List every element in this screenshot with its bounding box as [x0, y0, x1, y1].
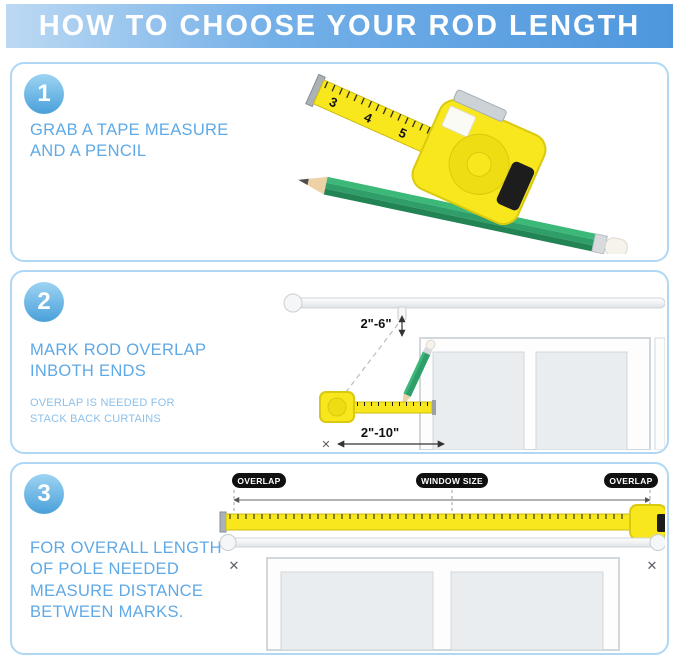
tape-hook — [432, 400, 436, 415]
tape-strip: 3 4 5 — [312, 79, 437, 155]
step-1-badge: 1 — [24, 74, 64, 114]
step-1-title: GRAB A TAPE MEASURE AND A PENCIL — [30, 121, 229, 161]
small-tape-measure — [319, 391, 436, 423]
step-2-number: 2 — [37, 288, 51, 315]
tape-clip — [657, 514, 665, 532]
mark-x-right-icon: ✕ — [647, 558, 658, 573]
overlap-left-label: OVERLAP — [237, 476, 280, 486]
overlap-right-label: OVERLAP — [609, 476, 652, 486]
tape-and-pencil-illustration: 3 4 5 — [298, 73, 628, 254]
step-2-badge: 2 — [24, 282, 64, 322]
window — [419, 337, 665, 450]
top-measure: 2"-6" — [345, 315, 406, 393]
measure-bottom-label: 2"-10" — [361, 425, 399, 440]
region-labels: OVERLAP WINDOW SIZE OVERLAP — [232, 473, 658, 488]
step-3-number: 3 — [37, 480, 51, 507]
tape-measure — [219, 504, 665, 540]
measure-guides — [233, 490, 651, 512]
step-2-panel: 2 MARK ROD OVERLAP INBOTH ENDS OVERLAP I… — [10, 270, 669, 454]
measure-top-label: 2"-6" — [360, 316, 391, 331]
overall-length-illustration: OVERLAP WINDOW SIZE OVERLAP — [219, 473, 665, 651]
window — [266, 557, 620, 651]
rod-finial-right — [649, 534, 665, 551]
pencil — [298, 176, 628, 254]
bottom-measure: 2"-10" ✕ — [321, 425, 445, 450]
rod-finial-left — [219, 534, 237, 551]
mark-x-icon: ✕ — [321, 439, 330, 450]
tape-measure: 3 4 5 — [305, 73, 547, 226]
header-banner: HOW TO CHOOSE YOUR ROD LENGTH — [6, 4, 673, 48]
step-1-panel: 1 GRAB A TAPE MEASURE AND A PENCIL — [10, 62, 669, 262]
page-title: HOW TO CHOOSE YOUR ROD LENGTH — [38, 9, 641, 42]
mark-x-left-icon: ✕ — [229, 558, 240, 573]
step-3-panel: 3 FOR OVERALL LENGTH OF POLE NEEDED MEAS… — [10, 462, 669, 655]
window-size-label: WINDOW SIZE — [421, 476, 483, 486]
curtain-rod — [219, 534, 665, 551]
rod-marking-illustration: 2"-6" — [283, 293, 665, 450]
step-3-badge: 3 — [24, 474, 64, 514]
curtain-rod — [283, 293, 665, 321]
tape-hook — [219, 511, 227, 533]
rod-finial — [283, 293, 303, 313]
step-3-title: FOR OVERALL LENGTH OF POLE NEEDED MEASUR… — [30, 539, 222, 622]
step-2-note: OVERLAP IS NEEDED FOR STACK BACK CURTAIN… — [30, 397, 175, 425]
step-1-number: 1 — [37, 80, 51, 107]
tape-clip — [496, 161, 535, 211]
step-2-title: MARK ROD OVERLAP INBOTH ENDS — [30, 341, 206, 381]
